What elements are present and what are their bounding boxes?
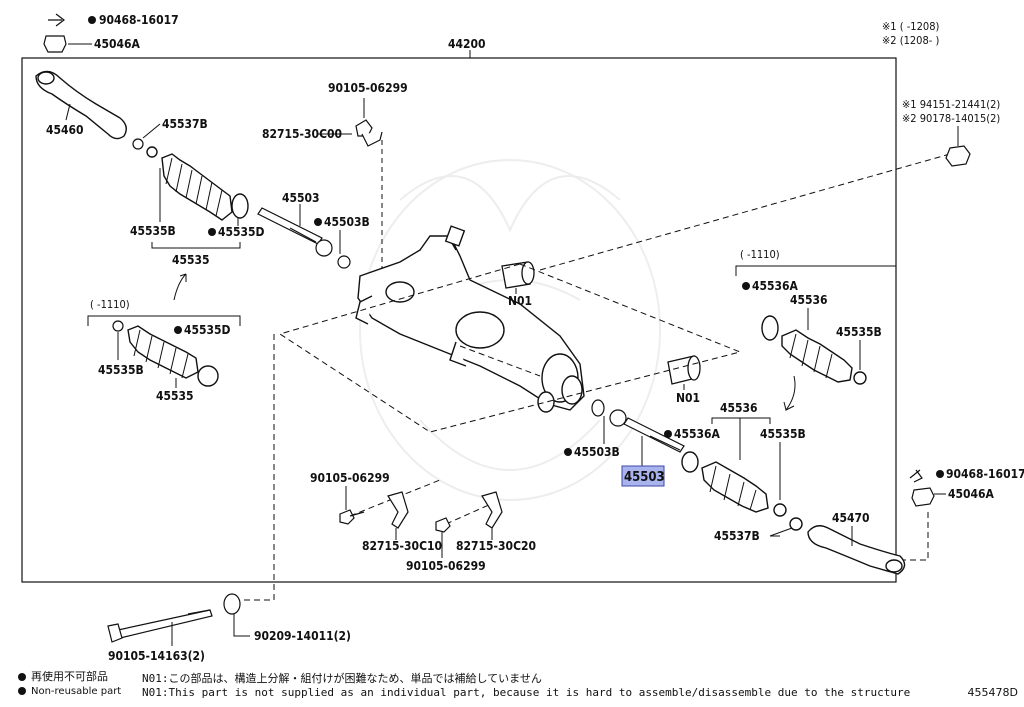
label-45046A-b[interactable]: 45046A — [948, 487, 995, 501]
label-45503B-b[interactable]: 45503B — [574, 445, 620, 459]
watermark-emblem — [359, 159, 661, 501]
bushing-n01-upper-icon — [501, 261, 535, 289]
label-90105-06299-a[interactable]: 90105-06299 — [328, 81, 408, 95]
label-45470[interactable]: 45470 — [832, 511, 870, 525]
boot-right-alt-icon — [761, 315, 867, 385]
tie-rod-end-right-icon — [807, 525, 906, 575]
clip-icon — [132, 138, 144, 150]
label-45536A-a[interactable]: 45536A — [752, 279, 799, 293]
label-90105-06299-b[interactable]: 90105-06299 — [310, 471, 390, 485]
steering-gear-housing-icon — [355, 225, 585, 413]
highlighted-part-45503[interactable]: 45503 — [621, 465, 665, 487]
boot-right-icon — [681, 451, 803, 531]
label-45535B-b[interactable]: 45535B — [98, 363, 144, 377]
label-90468-16017-b[interactable]: 90468-16017 — [946, 467, 1024, 481]
bracket-icon — [481, 491, 503, 529]
label-45535-b[interactable]: 45535 — [156, 389, 194, 403]
inner-rod-left-icon — [257, 207, 351, 269]
label-45535B-a[interactable]: 45535B — [130, 224, 176, 238]
label-90105-06299-c[interactable]: 90105-06299 — [406, 559, 486, 573]
nut-icon — [43, 13, 67, 53]
boot-left-icon — [146, 146, 249, 221]
legend-en: Non-reusable part — [31, 686, 122, 697]
label-45535D-a[interactable]: 45535D — [218, 225, 265, 239]
label-45537B-b[interactable]: 45537B — [714, 529, 760, 543]
label-90468-16017-a[interactable]: 90468-16017 — [99, 13, 179, 27]
nut-icon — [909, 469, 935, 507]
label-45535-a[interactable]: 45535 — [172, 253, 210, 267]
bolt-icon — [355, 119, 383, 147]
bolt-icon — [339, 509, 365, 525]
label-45503B-a[interactable]: 45503B — [324, 215, 370, 229]
note-1: ※1 ( -1208) — [882, 20, 939, 33]
note-jp: N01:この部品は、構造上分解・組付けが困難なため、単品では補給していません — [142, 672, 542, 685]
bracket-icon — [387, 491, 409, 529]
long-bolt-icon — [107, 593, 241, 643]
boot-left-alt-icon — [127, 325, 219, 387]
legend-jp: 再使用不可部品 — [31, 670, 108, 683]
label-45046A-a[interactable]: 45046A — [94, 37, 141, 51]
guide-lines — [240, 153, 951, 601]
tie-rod-end-left-icon — [35, 70, 127, 140]
legend-jp-row: 再使用不可部品 — [18, 668, 108, 684]
label-45535B-d[interactable]: 45535B — [760, 427, 806, 441]
nut-icon — [945, 145, 971, 167]
diagram-id: 455478D — [967, 686, 1018, 699]
label-45535B-c[interactable]: 45535B — [836, 325, 882, 339]
label-90105-14163[interactable]: 90105-14163(2) — [108, 649, 205, 663]
non-reusable-dot-icon — [18, 673, 26, 681]
note-3: ※1 94151-21441(2) — [902, 98, 1000, 111]
note-en: N01:This part is not supplied as an indi… — [142, 686, 911, 699]
label-45536A-b[interactable]: 45536A — [674, 427, 721, 441]
bolt-icon — [435, 517, 451, 533]
bushing-n01-lower-icon — [667, 355, 701, 385]
assembly-label[interactable]: 44200 — [448, 37, 486, 51]
assembly-frame — [21, 57, 897, 583]
label-45535D-b[interactable]: 45535D — [184, 323, 231, 337]
label-45537B-a[interactable]: 45537B — [162, 117, 208, 131]
label-45536-a[interactable]: 45536 — [790, 293, 828, 307]
label-45503-a[interactable]: 45503 — [282, 191, 320, 205]
bracket-left-range: ( -1110) — [90, 298, 130, 311]
label-90209-14011[interactable]: 90209-14011(2) — [254, 629, 351, 643]
svg-text:45503: 45503 — [624, 470, 665, 485]
label-82715-30C10[interactable]: 82715-30C10 — [362, 539, 442, 553]
legend-en-row: Non-reusable part — [18, 684, 121, 697]
bracket-right-range: ( -1110) — [740, 248, 780, 261]
label-45460[interactable]: 45460 — [46, 123, 84, 137]
note-2: ※2 (1208- ) — [882, 34, 939, 47]
note-4: ※2 90178-14015(2) — [902, 112, 1000, 125]
label-45536-b[interactable]: 45536 — [720, 401, 758, 415]
clip-icon — [112, 320, 124, 332]
footer: 再使用不可部品 Non-reusable part N01:この部品は、構造上分… — [0, 662, 1024, 707]
label-N01-b[interactable]: N01 — [676, 391, 700, 405]
label-N01-a[interactable]: N01 — [508, 294, 532, 308]
non-reusable-dot-icon — [18, 687, 26, 695]
inner-rod-right-icon — [609, 409, 685, 453]
label-82715-30C00[interactable]: 82715-30C00 — [262, 127, 342, 141]
washer-icon — [591, 399, 605, 417]
label-82715-30C20[interactable]: 82715-30C20 — [456, 539, 536, 553]
